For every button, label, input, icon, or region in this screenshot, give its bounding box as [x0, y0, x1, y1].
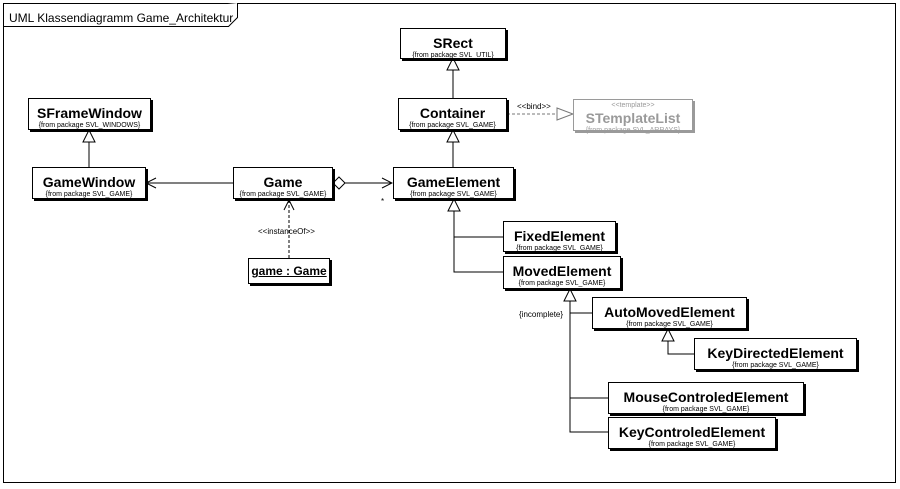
class-container[interactable]: Container {from package SVL_GAME}: [398, 98, 507, 130]
gen-fixed-moved-gameelement: [453, 236, 503, 273]
class-package: {from package SVL_GAME}: [516, 245, 603, 252]
class-package: {from package SVL_GAME}: [626, 321, 713, 328]
object-game-instance[interactable]: game : Game: [248, 258, 330, 284]
class-fixedelement[interactable]: FixedElement {from package SVL_GAME}: [503, 221, 616, 252]
class-srect[interactable]: SRect {from package SVL_UTIL}: [400, 28, 506, 59]
aggregation-diamond: [332, 176, 346, 190]
class-stemplatelist[interactable]: <<template>> STemplateList {from package…: [573, 99, 693, 134]
class-name: SFrameWindow: [37, 105, 142, 121]
class-package: {from package SVL_GAME}: [239, 191, 327, 198]
class-package: {from package SVL_GAME}: [410, 191, 497, 198]
class-keydirectedelement[interactable]: KeyDirectedElement {from package SVL_GAM…: [694, 338, 857, 370]
class-name: SRect: [433, 35, 473, 51]
class-package: {from package SVL_UTIL}: [412, 52, 494, 59]
class-gameelement[interactable]: GameElement {from package SVL_GAME}: [393, 167, 514, 199]
class-name: STemplateList: [585, 110, 681, 126]
class-keycontroledelement[interactable]: KeyControledElement {from package SVL_GA…: [608, 417, 776, 449]
class-name: AutoMovedElement: [604, 304, 735, 320]
class-name: GameWindow: [42, 174, 136, 190]
gen-keydirected-automoved: [667, 345, 694, 355]
class-name: KeyDirectedElement: [707, 345, 844, 361]
class-package: {from package SVL_GAME}: [732, 362, 819, 369]
class-package: {from package SVL_GAME}: [409, 122, 496, 129]
class-package: {from package SVL_ARRAYS}: [585, 127, 681, 134]
multiplicity-label: *: [381, 197, 385, 206]
class-package: {from package SVL_WINDOWS}: [38, 122, 141, 129]
class-name: MouseControledElement: [623, 389, 789, 405]
class-gamewindow[interactable]: GameWindow {from package SVL_GAME}: [32, 167, 146, 199]
diagram-title: UML Klassendiagramm Game_Architektur: [9, 11, 234, 25]
class-game[interactable]: Game {from package SVL_GAME}: [233, 167, 333, 199]
class-package: {from package SVL_GAME}: [518, 280, 606, 287]
class-automovedelement[interactable]: AutoMovedElement {from package SVL_GAME}: [592, 297, 747, 329]
class-sframewindow[interactable]: SFrameWindow {from package SVL_WINDOWS}: [28, 98, 151, 130]
class-name: Container: [419, 105, 486, 121]
class-package: {from package SVL_GAME}: [45, 191, 133, 198]
class-package: {from package SVL_GAME}: [662, 406, 750, 413]
object-label: game : Game: [251, 264, 327, 278]
class-name: Game: [263, 174, 303, 190]
class-package: {from package SVL_GAME}: [648, 441, 736, 448]
bind-label: <<bind>>: [517, 102, 551, 111]
class-name: MovedElement: [512, 263, 612, 279]
instanceof-label: <<instanceOf>>: [258, 227, 315, 236]
gen-subclasses-movedelement: [569, 312, 608, 433]
class-movedelement[interactable]: MovedElement {from package SVL_GAME}: [503, 256, 621, 289]
diagram-frame: [3, 3, 896, 483]
class-name: GameElement: [406, 174, 501, 190]
incomplete-label: {incomplete}: [519, 310, 564, 319]
class-name: FixedElement: [513, 228, 606, 244]
class-mousecontroledelement[interactable]: MouseControledElement {from package SVL_…: [608, 382, 804, 414]
class-stereotype: <<template>>: [611, 102, 655, 109]
class-name: KeyControledElement: [618, 424, 766, 440]
